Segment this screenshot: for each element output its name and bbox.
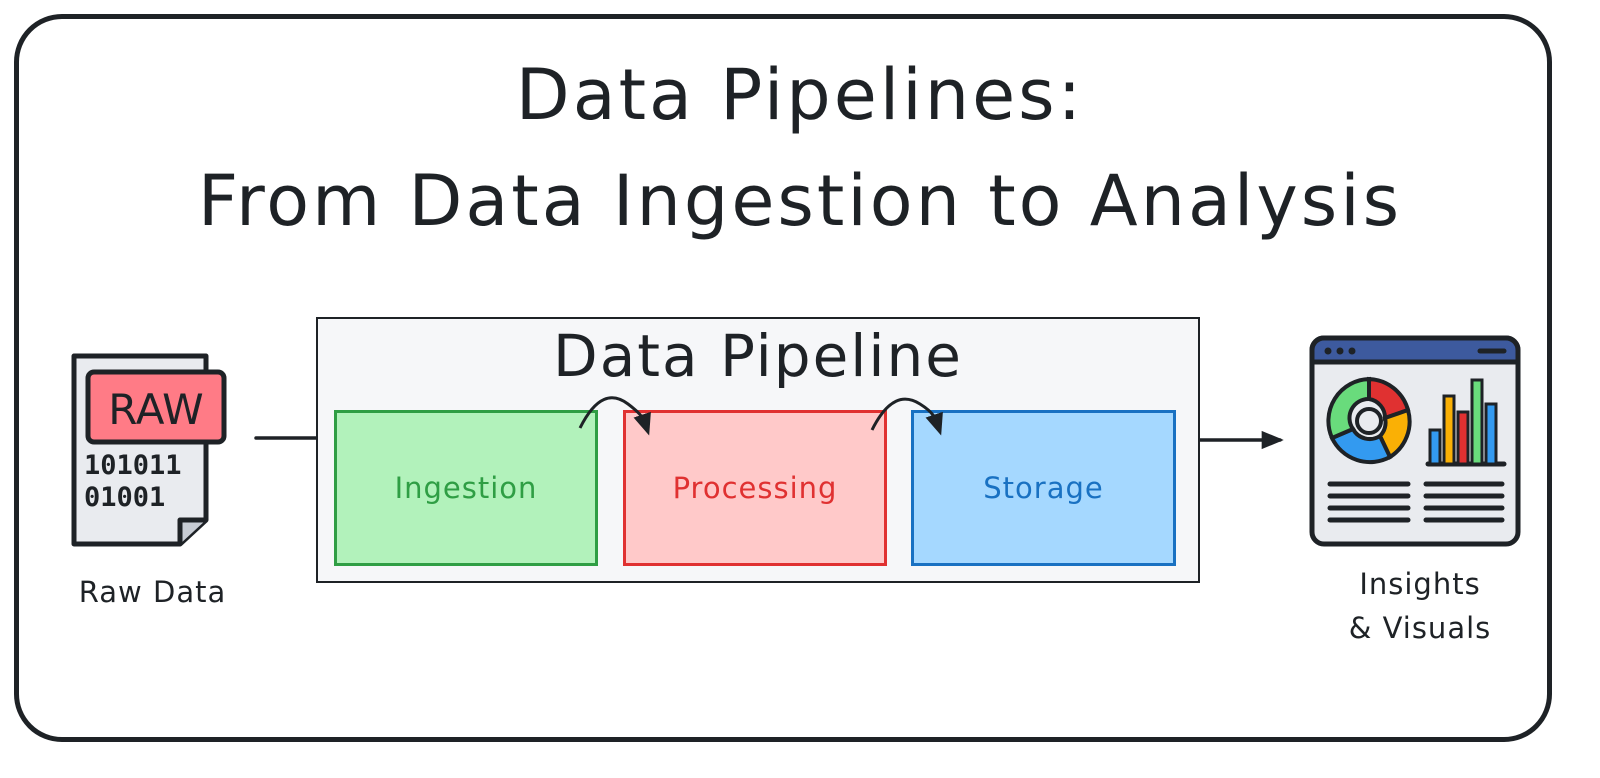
stage-storage: Storage [911, 410, 1176, 566]
window-title-bar [1309, 335, 1521, 365]
stage-processing-label: Processing [672, 471, 838, 505]
donut-chart-icon [1326, 376, 1412, 465]
pipeline-title: Data Pipeline [553, 322, 963, 390]
stage-processing: Processing [623, 410, 887, 566]
file-fold-shape [177, 517, 206, 544]
binary-line-1: 101011 [84, 450, 182, 481]
dashboard-icon [1309, 335, 1521, 547]
insights-label-line-1: Insights [1359, 567, 1481, 601]
window-dot-icon [1348, 347, 1356, 355]
raw-file-icon: RAW 101011 01001 [71, 353, 227, 547]
stage-ingestion: Ingestion [334, 410, 598, 566]
binary-line-2: 01001 [84, 482, 165, 513]
bar-chart-icon [1425, 378, 1507, 467]
raw-data-label: Raw Data [78, 575, 227, 609]
raw-badge-text: RAW [108, 385, 203, 434]
raw-badge [85, 369, 227, 445]
diagram-title-line-2: From Data Ingestion to Analysis [197, 160, 1403, 242]
window-dot-icon [1324, 347, 1332, 355]
insights-label: Insights & Visuals [1330, 562, 1510, 650]
stage-ingestion-label: Ingestion [394, 471, 538, 505]
stage-storage-label: Storage [983, 471, 1104, 505]
text-lines-icon [1327, 481, 1505, 523]
window-dot-icon [1336, 347, 1344, 355]
insights-label-line-2: & Visuals [1348, 611, 1492, 645]
diagram-title-line-1: Data Pipelines: [515, 54, 1085, 136]
